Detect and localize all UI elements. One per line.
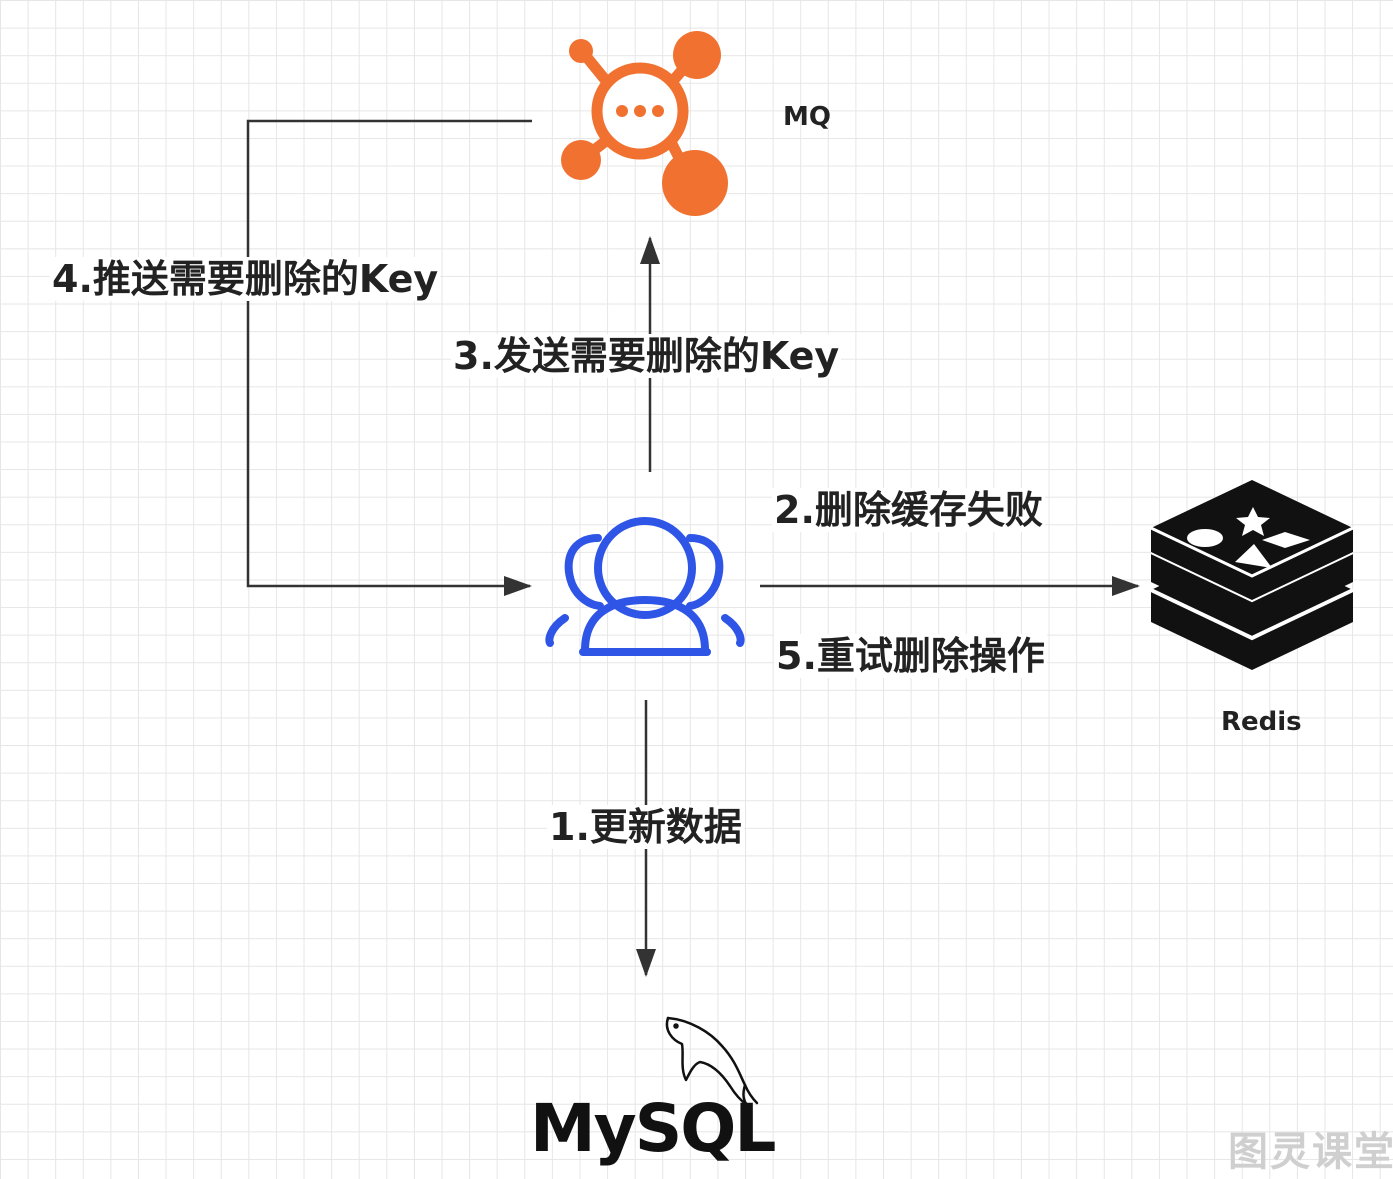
users-icon — [545, 517, 745, 656]
mq-label: MQ — [783, 102, 831, 132]
edge-label-step3: 3.发送需要删除的Key — [451, 334, 842, 378]
redis-icon — [1150, 480, 1354, 670]
edge-label-step4: 4.推送需要删除的Key — [50, 257, 441, 301]
dolphin-icon — [665, 1016, 759, 1108]
edge-mq-to-client — [246, 119, 532, 596]
edge-label-step5: 5.重试删除操作 — [774, 634, 1047, 678]
mysql-label: MySQL — [530, 1090, 776, 1167]
watermark: 图灵课堂 — [1228, 1129, 1393, 1175]
edge-label-step2: 2.删除缓存失败 — [772, 488, 1045, 532]
edge-label-step1: 1.更新数据 — [547, 805, 744, 849]
redis-label: Redis — [1221, 707, 1302, 737]
mq-icon — [561, 31, 728, 216]
